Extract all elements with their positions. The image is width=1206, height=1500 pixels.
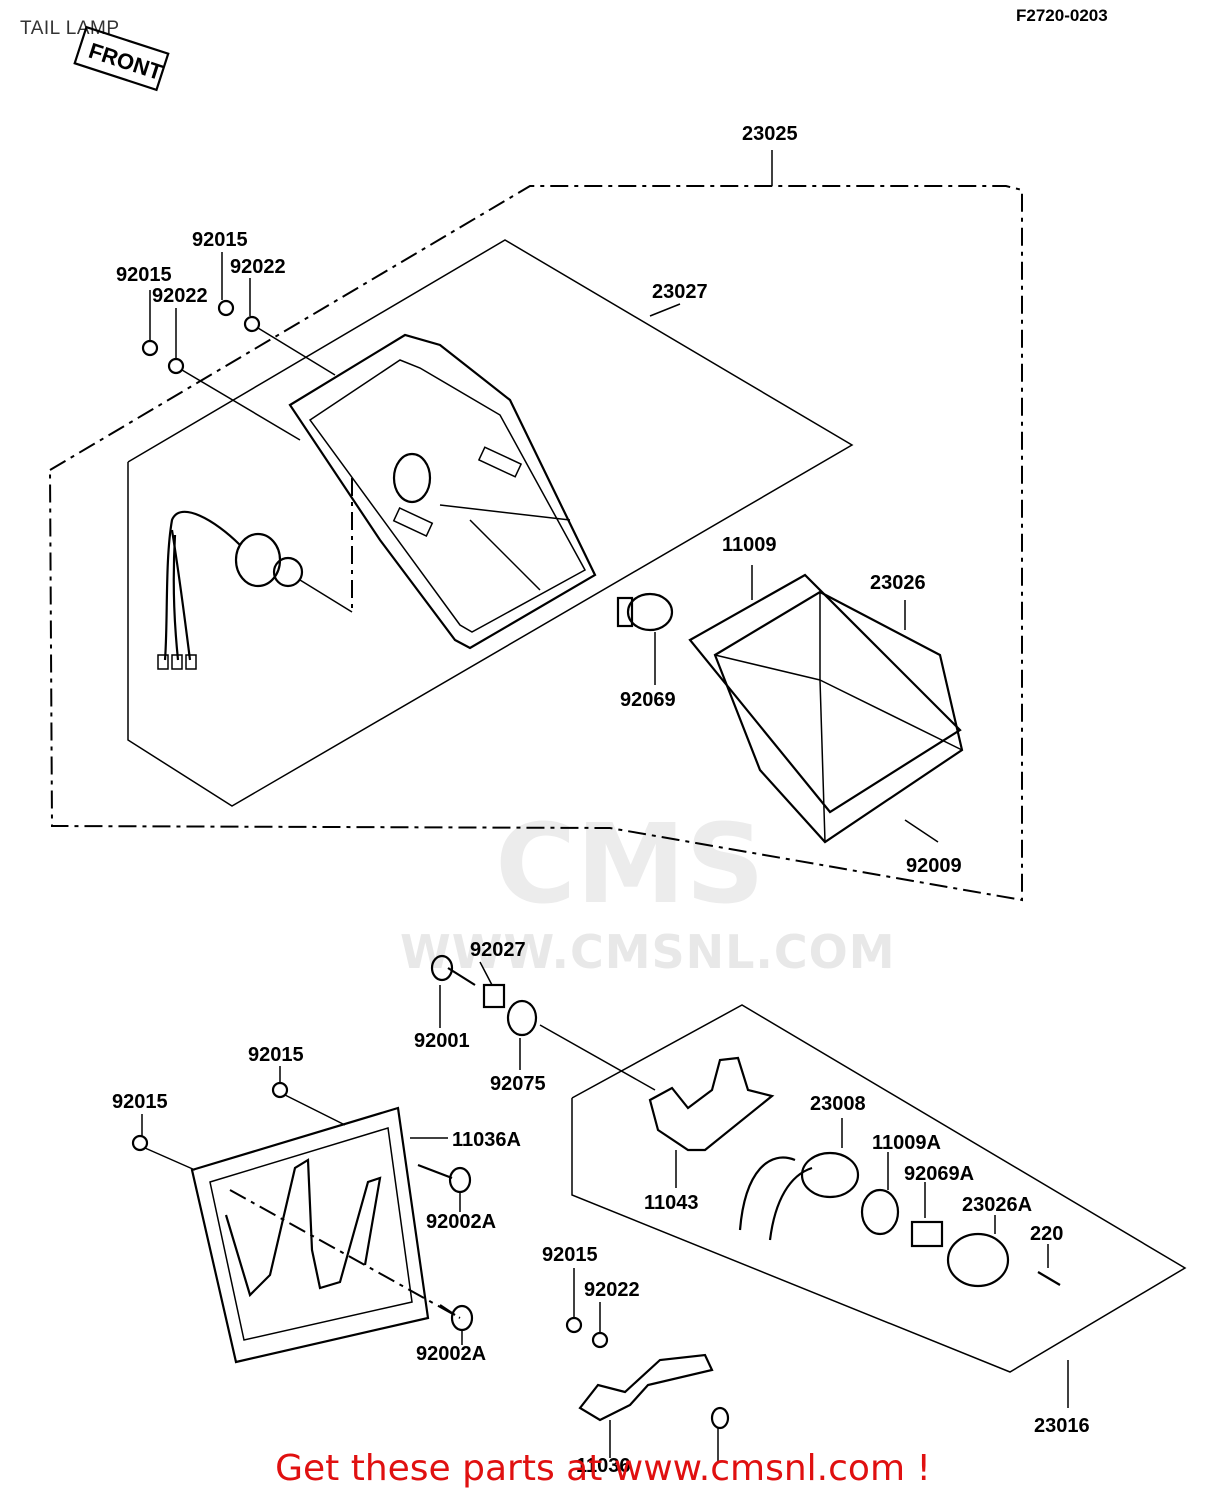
callout-11009: 11009 bbox=[722, 534, 777, 556]
tail-lamp-housing bbox=[288, 333, 597, 650]
callout-92015: 92015 bbox=[192, 229, 248, 251]
upper-assembly-frame bbox=[49, 150, 1023, 902]
callout-92022: 92022 bbox=[584, 1279, 640, 1301]
mounting-bolt-set bbox=[430, 954, 656, 1091]
callout-92015: 92015 bbox=[116, 264, 172, 286]
watermark-url: WWW.CMSNL.COM bbox=[400, 925, 896, 979]
callout-23025: 23025 bbox=[742, 123, 798, 145]
callout-11009A: 11009A bbox=[872, 1132, 941, 1154]
callout-23008: 23008 bbox=[810, 1093, 866, 1115]
callout-11036A: 11036A bbox=[452, 1129, 521, 1151]
license-light-parts bbox=[738, 1118, 1061, 1288]
callout-11036: 11036 bbox=[576, 1455, 631, 1477]
license-plate-bracket bbox=[131, 1066, 448, 1364]
callout-11043: 11043 bbox=[644, 1192, 699, 1214]
callout-92015: 92015 bbox=[542, 1244, 598, 1266]
bracket-11043 bbox=[648, 1056, 775, 1188]
callout-92002A: 92002A bbox=[416, 1343, 486, 1365]
callout-92001: 92001 bbox=[414, 1030, 470, 1052]
footer-cta[interactable]: Get these parts at www.cmsnl.com ! bbox=[275, 1448, 931, 1489]
callout-92015: 92015 bbox=[112, 1091, 168, 1113]
bracket-11036 bbox=[565, 1268, 730, 1462]
socket-wire-harness bbox=[157, 478, 353, 670]
front-tag: FRONT bbox=[73, 25, 170, 92]
tail-lamp-lens bbox=[688, 565, 964, 844]
callout-92069: 92069 bbox=[620, 689, 676, 711]
figure-code: F2720-0203 bbox=[1016, 6, 1108, 25]
callout-23026: 23026 bbox=[870, 572, 926, 594]
callout-92015: 92015 bbox=[248, 1044, 304, 1066]
inner-assembly-frame bbox=[127, 239, 854, 807]
bulb-92069 bbox=[616, 592, 674, 685]
watermark-logo: CMS bbox=[495, 800, 765, 928]
callout-23026A: 23026A bbox=[962, 1194, 1032, 1216]
callout-92069A: 92069A bbox=[904, 1163, 974, 1185]
callout-23027: 23027 bbox=[652, 281, 708, 303]
callout-220: 220 bbox=[1030, 1223, 1063, 1245]
callout-92022: 92022 bbox=[152, 285, 208, 307]
callout-92022: 92022 bbox=[230, 256, 286, 278]
callout-92002A: 92002A bbox=[426, 1211, 496, 1233]
callout-92009: 92009 bbox=[906, 855, 962, 877]
page-title: TAIL LAMP bbox=[20, 18, 120, 39]
lower-assembly-frame bbox=[571, 1004, 1187, 1408]
callout-92075: 92075 bbox=[490, 1073, 546, 1095]
nuts-washers-upper bbox=[141, 252, 336, 441]
callout-23016: 23016 bbox=[1034, 1415, 1090, 1437]
screws-92002A bbox=[229, 1163, 474, 1345]
callout-92027: 92027 bbox=[470, 939, 526, 961]
front-tag-label: FRONT bbox=[86, 38, 166, 85]
